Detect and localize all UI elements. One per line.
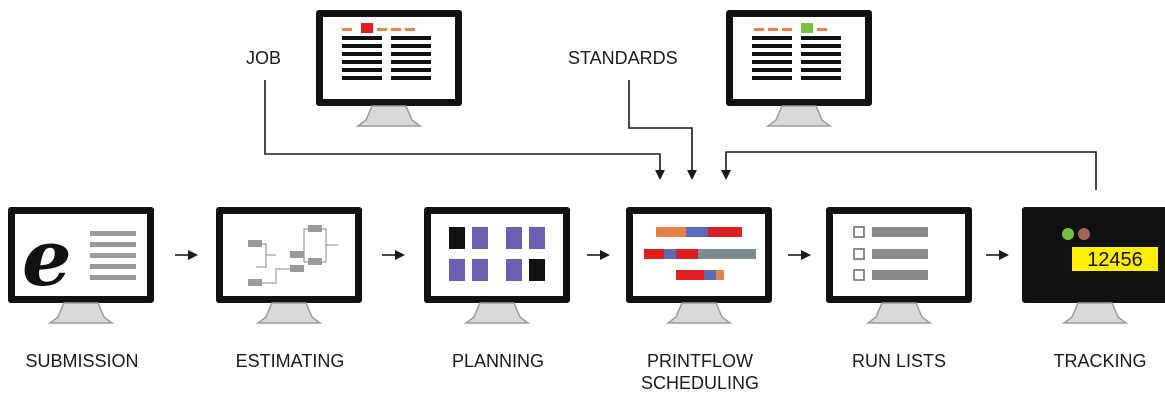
- standards-highlight-tab: [801, 23, 813, 33]
- checklist-icon: [853, 226, 928, 281]
- estimating-label: ESTIMATING: [236, 351, 345, 371]
- e-logo-icon: e: [22, 213, 72, 304]
- tree-diagram-icon: [248, 225, 338, 286]
- counter-display: [1072, 247, 1158, 271]
- svg-text:e: e: [22, 213, 72, 304]
- scheduling-label-line2: SCHEDULING: [641, 373, 759, 393]
- submission-label: SUBMISSION: [25, 351, 138, 371]
- block-grid-icon: [449, 227, 545, 281]
- connector-tracking-feedback: [721, 151, 1097, 190]
- job-screen-content: [342, 23, 431, 80]
- connector-job-to-scheduling: [264, 80, 665, 180]
- flow-arrow: [788, 250, 811, 260]
- flow-arrow: [175, 250, 198, 260]
- gantt-bars-icon: [644, 227, 756, 280]
- tracking-monitor: 12456: [1021, 206, 1165, 324]
- flow-arrow: [382, 250, 405, 260]
- job-highlight-tab: [361, 23, 373, 33]
- run-lists-monitor: [825, 206, 973, 324]
- standards-screen-content: [752, 23, 841, 80]
- standards-monitor: [725, 9, 873, 127]
- flow-arrow: [986, 250, 1009, 260]
- counter-value: 12456: [1087, 249, 1143, 271]
- tracking-label: TRACKING: [1053, 351, 1146, 371]
- scheduling-monitor: [625, 206, 773, 324]
- run-lists-label: RUN LISTS: [852, 351, 946, 371]
- status-brown-light-icon: [1078, 228, 1090, 240]
- standards-label: STANDARDS: [568, 48, 678, 68]
- planning-label: PLANNING: [452, 351, 544, 371]
- submission-monitor: e: [7, 206, 155, 324]
- job-label: JOB: [246, 48, 281, 68]
- document-lines-icon: [90, 231, 136, 280]
- estimating-monitor: [215, 206, 363, 324]
- connector-standards-to-scheduling: [628, 80, 697, 180]
- flow-arrow: [587, 250, 610, 260]
- planning-monitor: [423, 206, 571, 324]
- scheduling-label-line1: PRINTFLOW: [647, 351, 753, 371]
- status-green-light-icon: [1062, 228, 1074, 240]
- job-monitor: [315, 9, 463, 127]
